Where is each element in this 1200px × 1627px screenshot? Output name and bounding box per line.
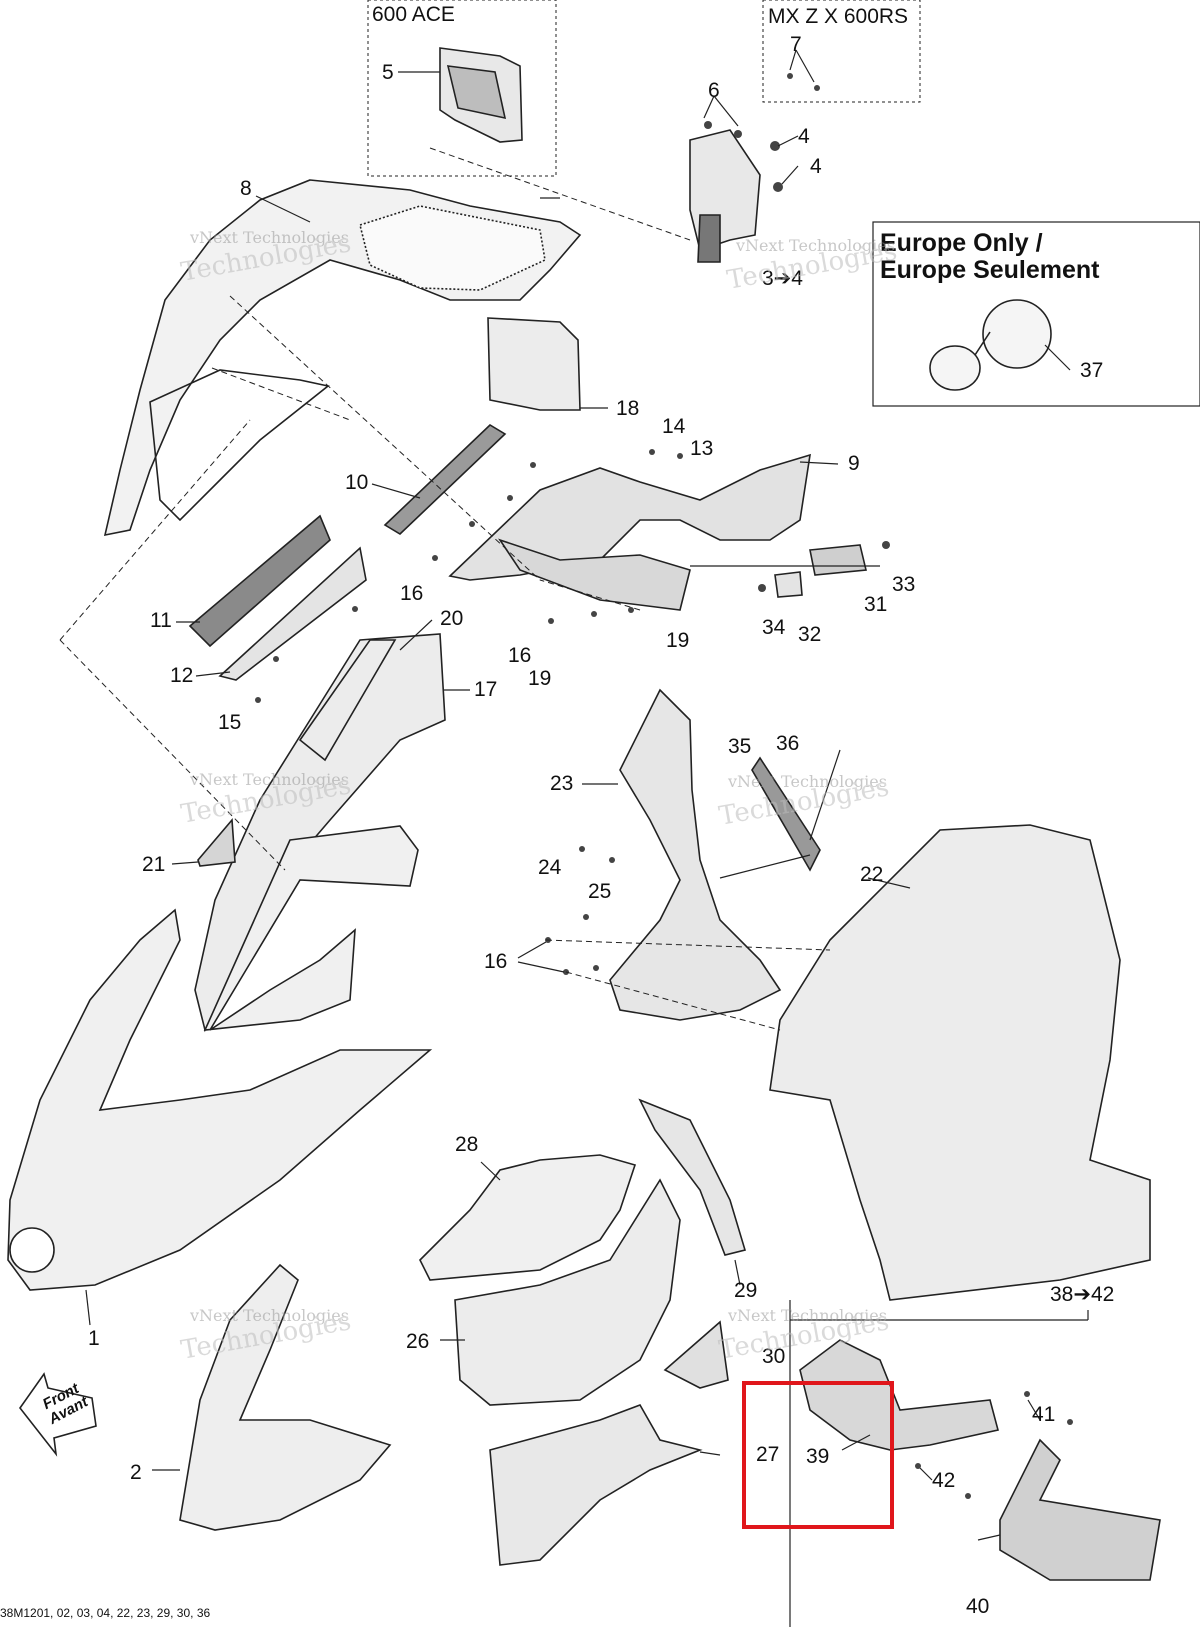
leader-lines: [85, 49, 1089, 1627]
headlight-bracket-part: [439, 47, 523, 143]
callout-27: 27: [756, 1443, 780, 1466]
callout-6: 6: [708, 79, 720, 102]
mount-bracket-part: [689, 129, 761, 263]
callout-17: 17: [474, 678, 498, 701]
bracket-part-31: [809, 544, 867, 576]
callout-20: 20: [440, 607, 464, 630]
highlight-box: [742, 1381, 894, 1529]
callout-24: 24: [538, 856, 562, 879]
strap-part-35-36: [751, 756, 821, 872]
vent-grille-part-10: [383, 424, 507, 535]
headlight-lens: [9, 1227, 55, 1273]
nose-cone-part-1: [7, 908, 433, 1291]
callout-16a: 16: [400, 582, 424, 605]
callout-22: 22: [860, 863, 884, 886]
side-panel-lower: [498, 538, 691, 611]
panel-part-28: [419, 1154, 637, 1281]
panel-lower-17: [203, 825, 419, 1031]
callout-36: 36: [776, 732, 800, 755]
drawing-reference: 38M1201, 02, 03, 04, 22, 23, 29, 30, 36: [0, 1606, 211, 1620]
vent-frame-part-12: [218, 546, 367, 681]
europe-title-line2: Europe Seulement: [880, 256, 1100, 284]
callout-32: 32: [798, 623, 822, 646]
panel-part-18: [487, 317, 581, 411]
inset-europe-title: Europe Only / Europe Seulement: [880, 230, 1100, 284]
callout-18: 18: [616, 397, 640, 420]
side-panel-part-22: [769, 824, 1151, 1301]
handguard-part-40: [999, 1438, 1161, 1581]
callout-41: 41: [1032, 1403, 1056, 1426]
horn-bell: [929, 345, 981, 391]
callout-2: 2: [130, 1461, 142, 1484]
callout-35: 35: [728, 735, 752, 758]
vent-grille-part-11: [188, 514, 331, 648]
callout-39: 39: [806, 1445, 830, 1468]
callout-30: 30: [762, 1345, 786, 1368]
callout-29: 29: [734, 1279, 758, 1302]
callout-25: 25: [588, 880, 612, 903]
inset-600ace-box: [367, 0, 557, 177]
callout-19b: 19: [528, 667, 552, 690]
callout-1: 1: [88, 1327, 100, 1350]
assembly-arrows: [540, 197, 880, 879]
callout-8: 8: [240, 177, 252, 200]
panel-part-26: [454, 1178, 681, 1406]
piece-part-30: [663, 1320, 729, 1389]
callout-19a: 19: [666, 629, 690, 652]
horn-bulb: [982, 299, 1052, 369]
callout-11: 11: [150, 609, 172, 632]
callout-21: 21: [142, 853, 166, 876]
callout-31: 31: [864, 593, 888, 616]
callout-4b: 4: [810, 155, 822, 178]
panel-part-21: [197, 817, 236, 867]
callout-13: 13: [690, 437, 714, 460]
fairing-part-2: [179, 1263, 392, 1531]
inset-600ace-title: 600 ACE: [372, 3, 455, 26]
callout-3-4: 3➔4: [762, 267, 803, 290]
inset-mxz-box: [762, 0, 921, 103]
bracket-part-32: [774, 571, 803, 598]
handguard-part-39: [799, 1339, 999, 1451]
strip-part-29: [638, 1098, 747, 1256]
callout-33: 33: [892, 573, 916, 596]
callout-26: 26: [406, 1330, 430, 1353]
callout-15: 15: [218, 711, 242, 734]
callout-37: 37: [1080, 359, 1104, 382]
bracket-part-23: [609, 688, 782, 1021]
front-arrow-icon: [19, 1372, 97, 1457]
callout-42: 42: [932, 1469, 956, 1492]
inset-mxz-title: MX Z X 600RS: [768, 5, 909, 28]
callout-9: 9: [848, 452, 860, 475]
callout-16c: 16: [484, 950, 508, 973]
callout-40: 40: [966, 1595, 990, 1618]
callout-23: 23: [550, 772, 574, 795]
callout-14: 14: [662, 415, 686, 438]
callout-10: 10: [345, 471, 369, 494]
callout-34: 34: [762, 616, 786, 639]
assembly-dashed-lines: [59, 147, 831, 1031]
hood-inner-cutout: [149, 369, 330, 522]
trim-part-20: [298, 639, 397, 762]
callout-5: 5: [382, 61, 394, 84]
inset-europe-box: [872, 221, 1200, 407]
callout-16b: 16: [508, 644, 532, 667]
callout-12: 12: [170, 664, 194, 687]
europe-title-line1: Europe Only /: [880, 229, 1043, 257]
callout-38-42: 38➔42: [1050, 1283, 1115, 1306]
panel-part-27: [489, 1404, 703, 1566]
callout-7: 7: [790, 33, 802, 56]
hood-window: [359, 205, 546, 291]
callout-28: 28: [455, 1133, 479, 1156]
screws: [255, 73, 1073, 1499]
callout-4a: 4: [798, 125, 810, 148]
